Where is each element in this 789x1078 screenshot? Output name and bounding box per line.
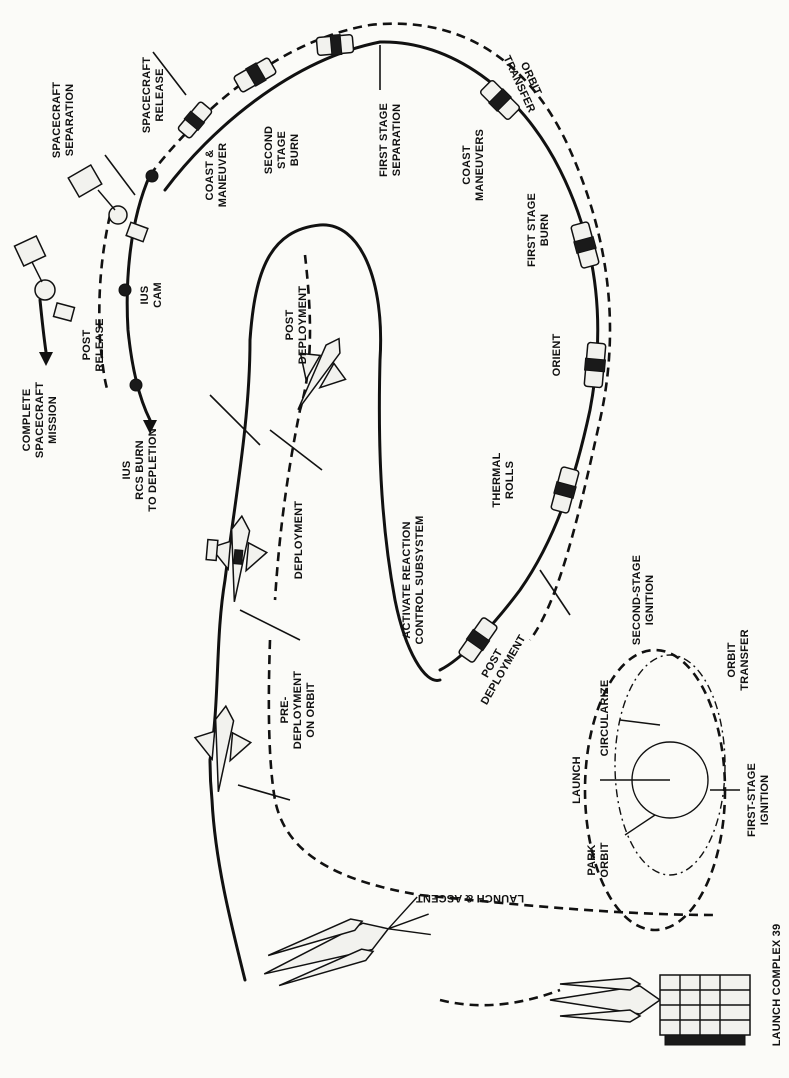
ius-sphere-cam: [119, 284, 131, 296]
label-inset-park-orbit: PARKORBIT: [586, 842, 611, 877]
label-first-stage-burn: FIRST STAGEBURN: [526, 193, 551, 267]
inset-park-leader: [625, 815, 655, 835]
tick-post-deploy-a: [210, 395, 260, 445]
label-inset-launch: LAUNCH: [571, 756, 583, 804]
label-spacecraft-release: SPACECRAFTRELEASE: [141, 57, 166, 133]
label-post-deployment-inner: POSTDEPLOYMENT: [284, 286, 309, 364]
inset-circularize-leader: [620, 720, 660, 725]
shuttle-ascent-stack: [257, 893, 436, 994]
shuttle-pre-deployment: [190, 704, 253, 795]
label-ius-rcs-burn: IUSRCS BURNTO DEPLETION: [121, 428, 159, 511]
complete-mission-arrow: [39, 352, 53, 366]
label-coast-maneuvers: COASTMANEUVERS: [461, 129, 486, 201]
label-launch-ascent: LAUNCH & ASCENT: [416, 892, 524, 904]
tick-deploy: [240, 610, 300, 640]
spacecraft-separating: [68, 165, 148, 242]
launch-solid-line: [210, 760, 245, 980]
spacecraft-post-release: [14, 236, 74, 321]
label-second-stage-burn: SECONDSTAGEBURN: [263, 126, 301, 174]
shuttle-on-pad: [550, 978, 660, 1022]
ius-vehicle-first-burn: [570, 221, 601, 269]
label-orient: ORIENT: [551, 334, 563, 377]
label-pre-deployment: PRE-DEPLOYMENTON ORBIT: [279, 671, 317, 749]
inset-park-orbit: [615, 655, 725, 875]
launch-tower: [660, 975, 750, 1045]
ius-sphere-release: [146, 170, 158, 182]
ius-vehicle-first-separation: [316, 33, 354, 56]
pad-track: [440, 990, 560, 1005]
shuttle-inner-loop: [210, 225, 440, 760]
tick-separation: [105, 155, 135, 195]
ius-vehicle-coast: [177, 100, 214, 139]
label-inset-circularize: CIRCULARIZE: [599, 680, 611, 757]
ius-vehicle-thermal-rolls: [550, 466, 581, 514]
label-coast-maneuver: COAST &MANEUVER: [204, 143, 229, 208]
label-deployment: DEPLOYMENT: [293, 501, 305, 579]
label-first-stage-separation: FIRST STAGESEPARATION: [378, 103, 403, 177]
tick-post-deploy-right: [540, 570, 570, 615]
label-ius-cam: IUSCAM: [139, 282, 164, 308]
label-thermal-rolls: THERMALROLLS: [491, 452, 516, 507]
label-inset-orbit-transfer: ORBITTRANSFER: [726, 629, 751, 691]
label-post-release: POSTRELEASE: [81, 318, 106, 371]
ius-vehicle-orient: [583, 342, 607, 388]
complete-mission-line: [40, 300, 46, 352]
ius-free-flyer: [206, 540, 218, 561]
label-inset-first-stage-ignition: FIRST-STAGEIGNITION: [746, 763, 771, 837]
label-inset-second-stage-ignition: SECOND-STAGEIGNITION: [631, 555, 656, 645]
label-spacecraft-separation: SPACECRAFTSEPARATION: [51, 82, 76, 158]
label-activate-rcs: ACTIVATE REACTIONCONTROL SUBSYSTEM: [401, 515, 426, 644]
ius-sphere-rcs: [130, 379, 142, 391]
tick-pre-deploy: [238, 785, 290, 800]
label-launch-complex: LAUNCH COMPLEX 39: [771, 924, 783, 1047]
label-complete-mission: COMPLETESPACECRAFTMISSION: [21, 382, 59, 458]
